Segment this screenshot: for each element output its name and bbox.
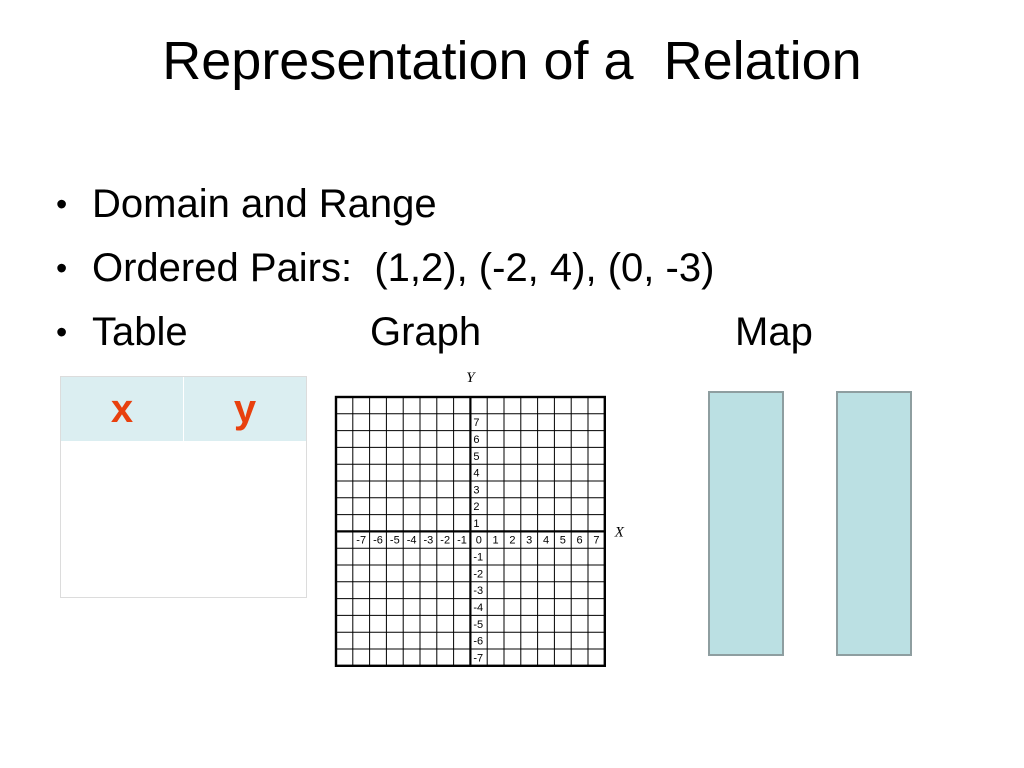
y-tick-label: 7 [473, 417, 479, 429]
xy-table: x y [60, 376, 307, 598]
xy-table-header: x y [61, 377, 306, 441]
y-tick-label: 5 [473, 451, 479, 463]
y-tick-label: -5 [473, 619, 483, 631]
y-tick-label: 3 [473, 484, 479, 496]
x-tick-label: 1 [493, 534, 499, 546]
bullet-ordered-pairs: Ordered Pairs: (1,2), (-2, 4), (0, -3) [56, 242, 714, 306]
x-tick-label: -4 [407, 534, 417, 546]
y-tick-label: -7 [473, 652, 483, 664]
bullet-representations: Table Graph Map [56, 306, 813, 370]
y-tick-label: 4 [473, 468, 479, 480]
x-tick-label: 0 [476, 534, 482, 546]
x-axis-label: X [614, 524, 625, 540]
x-tick-label: -2 [440, 534, 450, 546]
y-tick-label: 1 [473, 518, 479, 530]
x-tick-label: -1 [457, 534, 467, 546]
x-tick-label: -3 [424, 534, 434, 546]
x-tick-label: 6 [577, 534, 583, 546]
graph-label: Graph [370, 310, 482, 354]
y-tick-label: -3 [473, 585, 483, 597]
x-tick-label: -5 [390, 534, 400, 546]
map-range-box [836, 391, 912, 656]
x-tick-label: -6 [373, 534, 383, 546]
y-tick-label: 6 [473, 434, 479, 446]
x-tick-label: -7 [356, 534, 366, 546]
x-tick-label: 2 [509, 534, 515, 546]
y-tick-label: -1 [473, 552, 483, 564]
y-column-header: y [183, 377, 306, 441]
grid-border [334, 395, 606, 667]
bullet-list: Domain and Range Ordered Pairs: (1,2), (… [56, 178, 813, 370]
bullet-domain-range: Domain and Range [56, 178, 714, 242]
y-axis-label: Y [466, 370, 476, 386]
x-tick-label: 5 [560, 534, 566, 546]
y-tick-label: 2 [473, 501, 479, 513]
map-label: Map [735, 310, 813, 354]
y-tick-label: -4 [473, 602, 483, 614]
x-tick-label: 4 [543, 534, 549, 546]
y-tick-label: -2 [473, 568, 483, 580]
slide-title: Representation of a Relation [162, 31, 862, 91]
x-column-header: x [110, 387, 134, 431]
map-domain-box [708, 391, 784, 656]
x-tick-label: 3 [526, 534, 532, 546]
x-tick-label: 7 [593, 534, 599, 546]
y-tick-label: -6 [473, 636, 483, 648]
table-label: Table [92, 310, 188, 354]
